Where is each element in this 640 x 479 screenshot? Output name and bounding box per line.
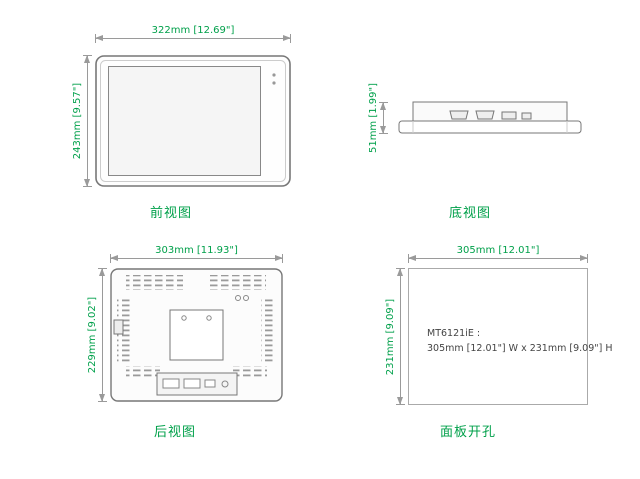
dim-tick <box>98 268 107 269</box>
rear-view-drawing <box>110 268 283 402</box>
dimension-line <box>87 55 88 187</box>
dim-tick <box>83 186 92 187</box>
dim-arrow-down <box>397 397 403 405</box>
dimension-line <box>408 254 588 263</box>
dim-arrow-up <box>84 55 90 63</box>
bottom-view-title: 底视图 <box>448 206 491 221</box>
dim-arrow-up <box>397 268 403 276</box>
dim-arrow-down <box>84 179 90 187</box>
dim-arrow-down <box>380 126 386 134</box>
dimension-label: 231mm [9.09"] <box>385 298 396 375</box>
dim-arrow-up <box>380 102 386 110</box>
rear-view-title: 后视图 <box>153 425 196 440</box>
dimension-line <box>110 254 283 263</box>
dim-tick <box>83 55 92 56</box>
dim-arrow-left <box>95 35 103 41</box>
cutout-title: 面板开孔 <box>439 425 496 440</box>
cutout-height-dimension: 231mm [9.09"] <box>385 268 405 405</box>
dim-tick <box>379 102 388 103</box>
cutout-outline <box>408 268 588 405</box>
dim-arrow-right <box>580 255 588 261</box>
dim-tick <box>290 34 291 43</box>
dim-tick <box>282 254 283 263</box>
front-width-dimension: 322mm [12.69"] <box>95 25 291 43</box>
rear-width-dimension: 303mm [11.93"] <box>110 245 283 263</box>
dimension-line <box>102 268 103 402</box>
dim-tick <box>396 404 405 405</box>
dim-arrow-down <box>99 394 105 402</box>
dim-tick <box>396 268 405 269</box>
dimension-label: 322mm [12.69"] <box>151 25 235 36</box>
dim-tick <box>98 401 107 402</box>
dimension-line <box>95 34 291 43</box>
dimension-line <box>400 268 401 405</box>
dim-arrow-left <box>408 255 416 261</box>
front-view-drawing <box>95 55 291 187</box>
dimension-label: 303mm [11.93"] <box>155 245 238 256</box>
dim-tick <box>379 133 388 134</box>
cutout-note-size: 305mm [12.01"] W x 231mm [9.09"] H <box>427 343 613 354</box>
dim-tick <box>587 254 588 263</box>
bottom-view-drawing <box>398 101 582 134</box>
dim-arrow-right <box>283 35 291 41</box>
cutout-note: MT6121iE : 305mm [12.01"] W x 231mm [9.0… <box>427 326 612 356</box>
cutout-width-dimension: 305mm [12.01"] <box>408 245 588 263</box>
dimension-line <box>383 102 384 134</box>
rear-height-dimension: 229mm [9.02"] <box>87 268 107 402</box>
dim-arrow-left <box>110 255 118 261</box>
front-height-dimension: 243mm [9.57"] <box>72 55 92 187</box>
dim-arrow-right <box>275 255 283 261</box>
bottom-height-dimension: 51mm [1.99"] <box>368 83 388 153</box>
dimension-label: 305mm [12.01"] <box>456 245 540 256</box>
dim-tick <box>95 34 96 43</box>
dim-tick <box>110 254 111 263</box>
dim-arrow-up <box>99 268 105 276</box>
front-view-title: 前视图 <box>149 206 192 221</box>
dim-tick <box>408 254 409 263</box>
cutout-note-model: MT6121iE : <box>427 328 481 339</box>
